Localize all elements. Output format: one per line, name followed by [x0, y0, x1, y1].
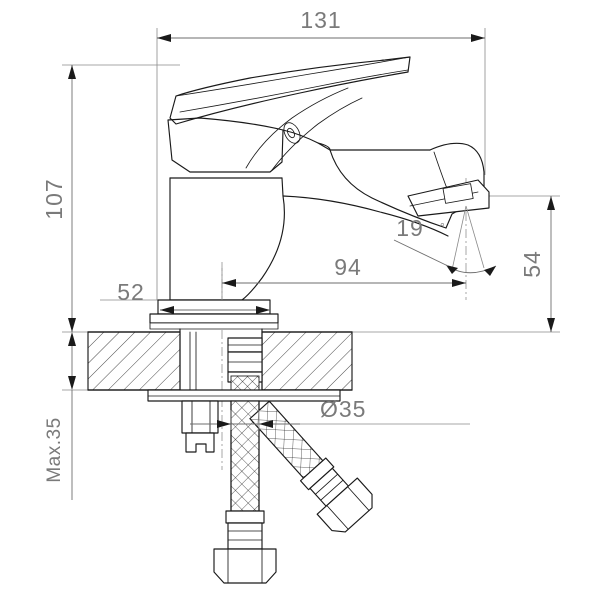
dimension-base-width: 52 — [117, 279, 270, 314]
dimension-hole-diameter: Ø35 — [190, 396, 366, 430]
dimension-label-19: 19 — [396, 215, 424, 241]
dimension-counter-thickness: Max.35 — [44, 332, 76, 500]
dimension-label-94: 94 — [334, 254, 362, 280]
flex-hose-branch — [249, 400, 373, 533]
dimension-spout-height: 54 — [519, 196, 555, 332]
spout — [282, 142, 485, 237]
dimension-label-131: 131 — [300, 7, 341, 33]
mounting-assembly — [147, 328, 341, 453]
dimension-label-d35: Ø35 — [320, 396, 366, 422]
dimension-spout-reach: 94 — [221, 254, 466, 300]
dimension-label-52: 52 — [117, 279, 145, 305]
aerator — [407, 179, 490, 217]
cartridge-body — [169, 177, 284, 301]
countertop — [87, 331, 353, 391]
clamp-plate — [147, 389, 341, 402]
dimension-label-max35: Max.35 — [44, 417, 65, 482]
dimension-spout-angle: 19 ° — [393, 205, 497, 276]
dimension-label-107: 107 — [41, 178, 67, 219]
mounting-stud — [227, 337, 263, 391]
escutcheon — [149, 299, 279, 330]
dimension-overall-width: 131 — [157, 7, 485, 42]
degree-symbol: ° — [440, 220, 445, 234]
dimension-label-54: 54 — [519, 250, 545, 278]
hex-nut — [213, 548, 277, 584]
dimension-overall-height: 107 — [41, 65, 76, 332]
clamp-bolt — [181, 400, 219, 453]
